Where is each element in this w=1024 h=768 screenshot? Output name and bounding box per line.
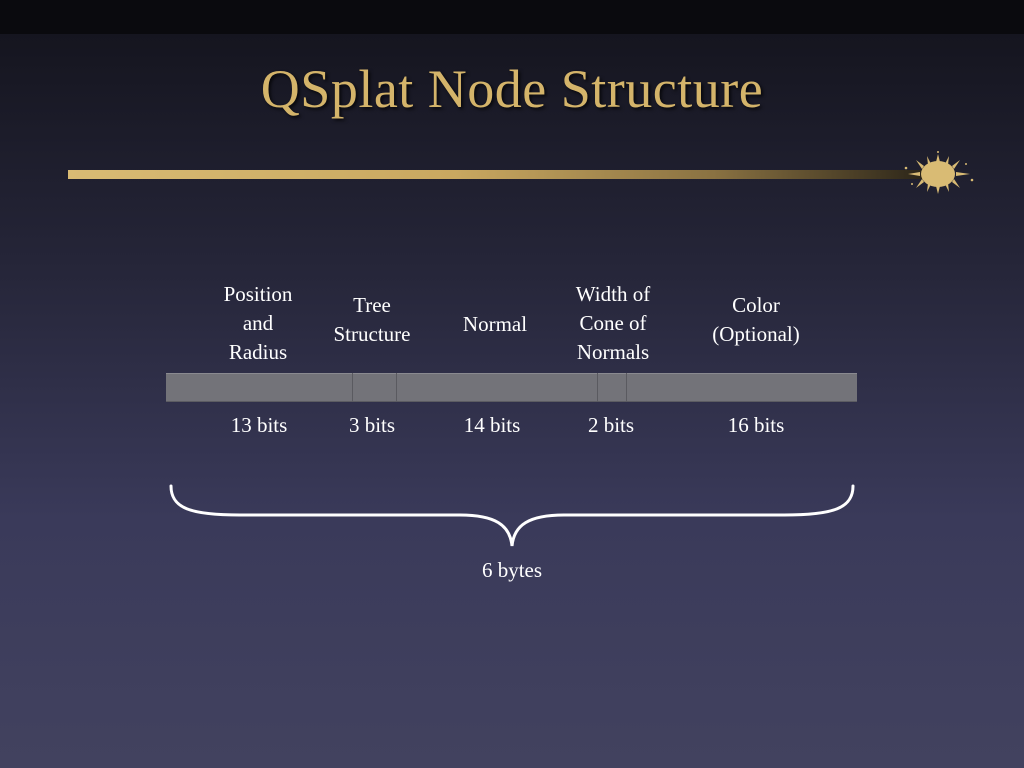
field-size-color: 16 bits bbox=[727, 413, 785, 437]
slide-title: QSplat Node Structure bbox=[260, 59, 764, 119]
total-size-label: 6 bytes bbox=[481, 558, 543, 582]
sun-burst-icon bbox=[904, 151, 974, 194]
field-size-normal: 14 bits bbox=[463, 413, 521, 437]
field-label-tree-structure: Tree Structure bbox=[333, 293, 411, 346]
bar-divider bbox=[396, 373, 397, 402]
field-size-cone-width: 2 bits bbox=[587, 413, 635, 437]
title-underline-rule bbox=[68, 170, 928, 179]
bar-divider bbox=[626, 373, 627, 402]
node-bit-bar bbox=[166, 373, 857, 402]
field-label-position-radius: Position and Radius bbox=[223, 282, 293, 364]
field-size-position-radius: 13 bits bbox=[230, 413, 288, 437]
bar-divider bbox=[352, 373, 353, 402]
bar-divider bbox=[597, 373, 598, 402]
field-label-cone-width: Width of Cone of Normals bbox=[575, 282, 651, 364]
field-size-tree-structure: 3 bits bbox=[348, 413, 396, 437]
curly-brace bbox=[169, 484, 855, 547]
field-label-color: Color (Optional) bbox=[712, 293, 800, 346]
field-label-normal: Normal bbox=[462, 312, 528, 336]
